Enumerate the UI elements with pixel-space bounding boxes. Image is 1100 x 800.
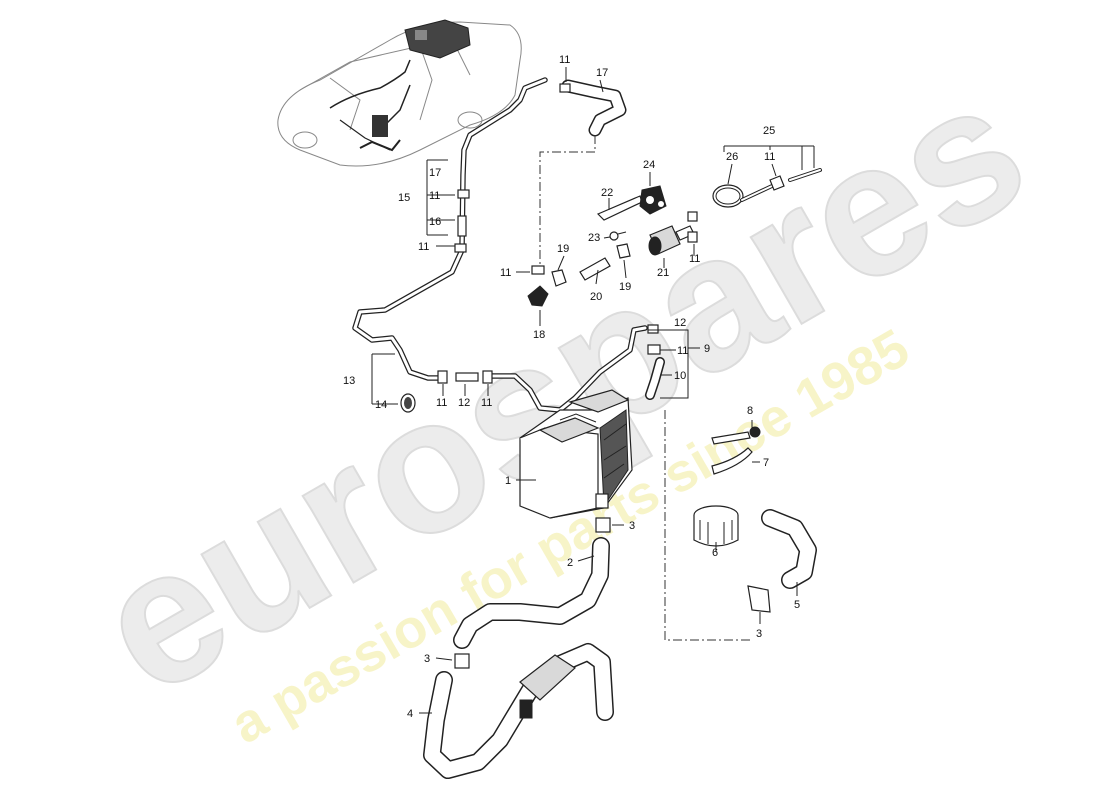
- vehicle-thumbnail: [277, 19, 522, 167]
- callout-17-line15: 17: [429, 167, 441, 179]
- callout-11-line25: 11: [764, 151, 775, 163]
- callout-11-top: 11: [559, 54, 570, 66]
- callout-3-right: 3: [756, 628, 762, 640]
- callout-11-bottom-b: 11: [481, 397, 492, 409]
- watermark-brand: eurospares: [65, 40, 1058, 736]
- callout-22: 22: [601, 187, 613, 199]
- callout-11-pump: 11: [689, 253, 700, 265]
- callout-16: 16: [429, 216, 441, 228]
- callout-2: 2: [567, 557, 573, 569]
- callout-5: 5: [794, 599, 800, 611]
- callout-23: 23: [588, 232, 600, 244]
- callout-21: 21: [657, 267, 669, 279]
- leader-lines: [371, 67, 815, 714]
- callout-11-line15b: 11: [418, 241, 429, 253]
- callout-3-heater: 3: [629, 520, 635, 532]
- callout-8: 8: [747, 405, 753, 417]
- callout-19-left: 19: [557, 243, 569, 255]
- fuel-line-assembly: [352, 77, 665, 413]
- watermark: eurospares a passion for parts since 198…: [64, 39, 1059, 756]
- callout-10: 10: [674, 370, 686, 382]
- heater-unit: [519, 389, 633, 519]
- callout-12-right: 12: [674, 317, 686, 329]
- fuel-pump-group: [527, 168, 822, 307]
- callout-1: 1: [505, 475, 511, 487]
- callout-7: 7: [763, 457, 769, 469]
- callout-11-left: 11: [500, 267, 511, 279]
- callout-3-hose: 3: [424, 653, 430, 665]
- callout-4: 4: [407, 708, 413, 720]
- callout-11-bottom-a: 11: [436, 397, 447, 409]
- callout-13: 13: [343, 375, 355, 387]
- callout-14: 14: [375, 399, 387, 411]
- callout-17-top: 17: [596, 67, 608, 79]
- callout-19-right: 19: [619, 281, 631, 293]
- callout-25: 25: [763, 125, 775, 137]
- callout-11-right: 11: [677, 345, 688, 357]
- callout-6: 6: [712, 547, 718, 559]
- callout-15: 15: [398, 192, 410, 204]
- callout-labels: 1 2 3 3 3 4 5 6 7 8 9 10 11 11 11 11 11 …: [343, 54, 800, 720]
- callout-18: 18: [533, 329, 545, 341]
- callout-9: 9: [704, 343, 710, 355]
- callout-12-bottom: 12: [458, 397, 470, 409]
- callout-11-line15a: 11: [429, 190, 440, 202]
- callout-20: 20: [590, 291, 602, 303]
- callout-24: 24: [643, 159, 655, 171]
- callout-26: 26: [726, 151, 738, 163]
